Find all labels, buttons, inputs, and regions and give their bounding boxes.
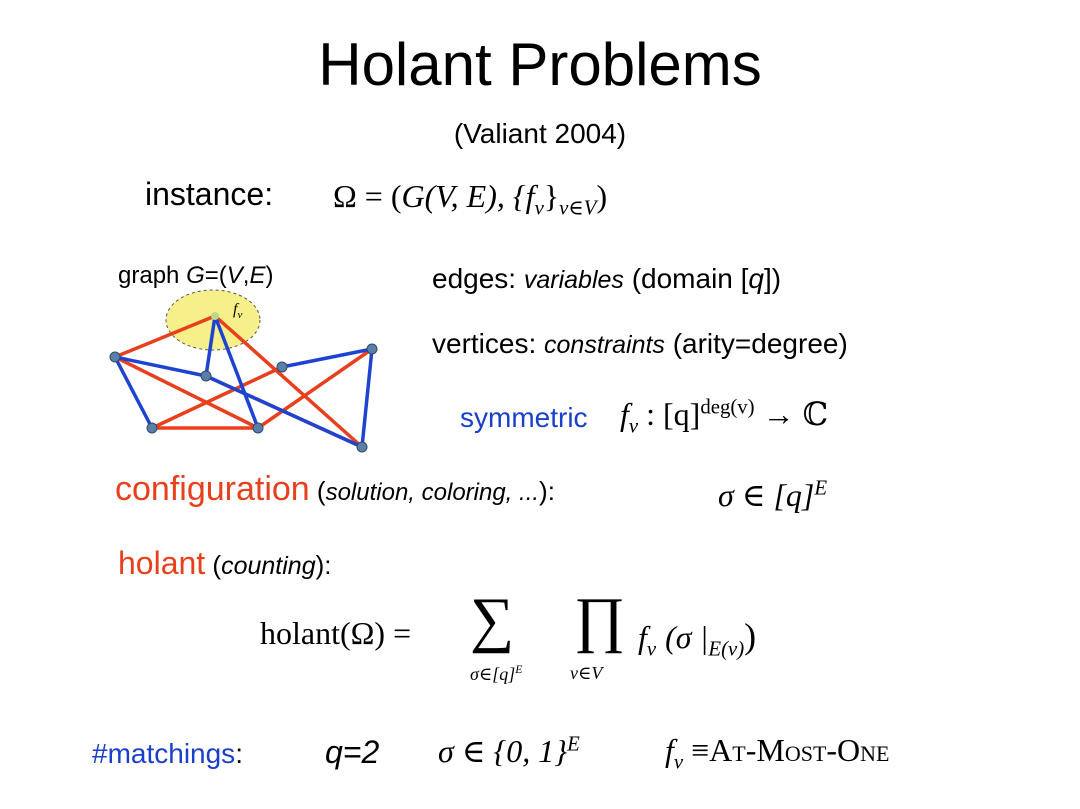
edges-description: edges: variables (domain [q]) [432,263,782,294]
holant-summand: fv (σ |E(v)) [638,616,757,661]
q-equals: q=2 [325,734,380,770]
graph-label: graph G=(V,E) [118,262,274,289]
instance-formula: Ω = (G(V, E), {fv}v∈V) [333,178,608,220]
product-symbol: ∏ [574,586,626,654]
highlighted-vertex [211,312,219,320]
matchings-constraint: fv ≡At-Most-One [665,732,890,774]
vertices-description: vertices: constraints (arity=degree) [432,328,848,359]
matchings-sigma: σ ∈ {0, 1}E [438,732,580,769]
symmetric-label: symmetric [460,402,588,433]
sum-subscript: σ∈[q]E [470,663,523,684]
symmetric-formula: fv : [q]deg(v) → ℂ [620,395,829,438]
sum-symbol: ∑ [470,586,515,654]
blue-edges [113,315,374,449]
fv-label: fv [233,301,242,321]
matchings-line: #matchings: [92,738,243,769]
product-subscript: v∈V [570,663,603,683]
graph-diagram: fv [109,289,378,453]
holant-lhs: holant(Ω) = [260,615,412,651]
slide-subtitle: (Valiant 2004) [453,118,627,149]
holant-line: holant (counting): [118,545,332,581]
configuration-formula: σ ∈ [q]E [718,476,828,513]
vertices [109,343,378,453]
slide-title: Holant Problems [318,31,762,98]
configuration-line: configuration (solution, coloring, ...): [115,470,555,508]
instance-label: instance: [145,176,274,212]
